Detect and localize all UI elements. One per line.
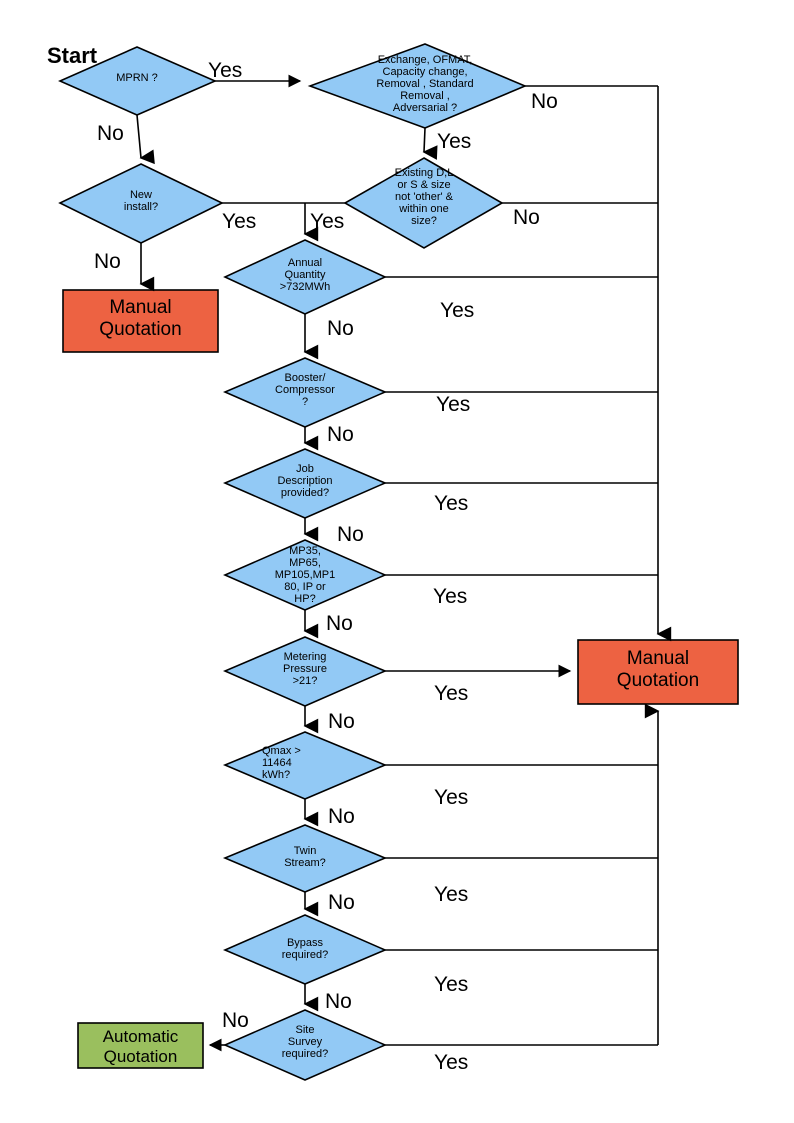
- decision-existing[interactable]: [343, 157, 504, 249]
- decision-sitesurvey[interactable]: [223, 1009, 387, 1081]
- edge-label-booster-yes: Yes: [436, 393, 471, 416]
- decision-jobdesc[interactable]: [222, 448, 388, 519]
- edge-label-newinstall-no: No: [94, 250, 121, 273]
- edge-label-twin-yes: Yes: [434, 883, 469, 906]
- decision-twin[interactable]: [222, 824, 388, 893]
- edge-label-exchange-yes: Yes: [437, 130, 472, 153]
- edge-label-sitesurvey-no: No: [222, 1009, 249, 1032]
- decision-annual[interactable]: [223, 239, 387, 315]
- edge-label-twin-no: No: [328, 891, 355, 914]
- edge-label-existing-no: No: [513, 206, 540, 229]
- terminal-automatic[interactable]: [77, 1022, 204, 1069]
- edge-label-bypass-yes: Yes: [434, 973, 469, 996]
- edge-label-newinstall-yes: Yes: [222, 210, 257, 233]
- decision-mpclass[interactable]: [223, 539, 387, 611]
- edge-label-jobdesc-no: No: [337, 523, 364, 546]
- edge-label-sitesurvey-yes: Yes: [434, 1051, 469, 1074]
- edge-label-annual-yes: Yes: [440, 299, 475, 322]
- edge-label-qmax-no: No: [328, 805, 355, 828]
- edge-label-mpclass-yes: Yes: [433, 585, 468, 608]
- edge-label-annual-no: No: [327, 317, 354, 340]
- decision-exchange[interactable]: [307, 43, 528, 129]
- edge-label-booster-no: No: [327, 423, 354, 446]
- edge-label-bypass-no: No: [325, 990, 352, 1013]
- terminal-manual-left[interactable]: [62, 289, 219, 353]
- terminal-manual-right[interactable]: [577, 639, 739, 705]
- edge-exchange-yes: [422, 127, 438, 160]
- decision-qmax[interactable]: [222, 731, 388, 800]
- edge-label-jobdesc-yes: Yes: [434, 492, 469, 515]
- edge-label-metering-yes: Yes: [434, 682, 469, 705]
- edge-label-mprn-yes: Yes: [208, 59, 243, 82]
- decision-booster[interactable]: [222, 357, 388, 428]
- edge-mprn-no: [136, 114, 155, 165]
- decision-bypass[interactable]: [222, 914, 388, 985]
- edge-label-qmax-yes: Yes: [434, 786, 469, 809]
- edge-label-existing-yes: Yes: [310, 210, 345, 233]
- edge-label-metering-no: No: [328, 710, 355, 733]
- edge-label-exchange-no: No: [531, 90, 558, 113]
- decision-metering[interactable]: [222, 636, 388, 707]
- edge-label-mprn-no: No: [97, 122, 124, 145]
- edge-label-mpclass-no: No: [326, 612, 353, 635]
- decision-newinstall[interactable]: [58, 163, 224, 244]
- start-label: Start: [47, 43, 98, 68]
